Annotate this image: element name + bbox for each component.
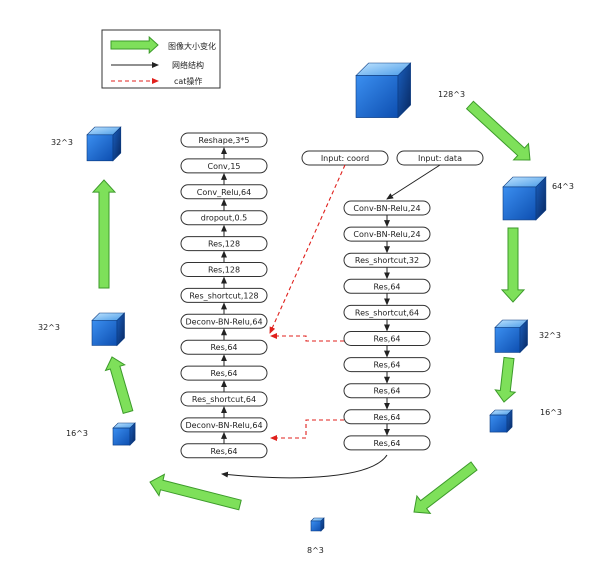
size-label-16-right: 16^3 xyxy=(540,408,562,417)
encoder-node: Res_shortcut,64 xyxy=(343,304,431,320)
encoder-node: Res,64 xyxy=(343,409,431,425)
decoder-node: dropout,0.5 xyxy=(180,210,268,226)
size-label-128: 128^3 xyxy=(438,90,465,99)
coord-cat-arrow xyxy=(269,164,346,334)
cube-16-right-icon xyxy=(489,409,513,433)
decoder-node-label: Res,64 xyxy=(210,369,237,378)
decoder-node-label: Res,64 xyxy=(210,447,237,456)
decoder-node: Res,128 xyxy=(180,236,268,252)
decoder-node-label: Res,128 xyxy=(208,240,240,249)
encoder-node-label: Res,64 xyxy=(373,361,400,370)
decoder-node: Conv,15 xyxy=(180,158,268,174)
input-data-node: Input: data xyxy=(396,150,484,166)
encoder-column: Conv-BN-Relu,24Conv-BN-Relu,24Res_shortc… xyxy=(343,200,431,451)
size-label-32-left-top: 32^3 xyxy=(51,138,73,147)
cube-8-icon xyxy=(310,517,325,532)
legend-box xyxy=(101,29,221,89)
decoder-node-label: Res_shortcut,128 xyxy=(189,291,258,300)
encoder-node-label: Res,64 xyxy=(373,387,400,396)
size-label-64: 64^3 xyxy=(552,182,574,191)
green-arrow-16-to-8 xyxy=(413,461,478,514)
green-arrow-32-to-32 xyxy=(91,179,117,289)
skip-cat-arrow-1 xyxy=(270,333,344,342)
encoder-node: Res,64 xyxy=(343,331,431,346)
decoder-node-label: Deconv-BN-Relu,64 xyxy=(185,317,262,326)
cubes xyxy=(86,62,547,532)
encoder-node: Conv-BN-Relu,24 xyxy=(343,226,431,242)
input-coord-node: Input: coord xyxy=(301,150,389,166)
cube-64-icon xyxy=(502,176,547,221)
decoder-node: Res,64 xyxy=(180,339,268,355)
decoder-node-label: Conv,15 xyxy=(207,162,240,171)
green-arrow-16-to-32 xyxy=(104,356,134,415)
flow-arrows xyxy=(221,164,441,479)
legend-green-arrow-icon xyxy=(110,35,159,55)
green-arrow-32-to-16 xyxy=(494,356,517,403)
skip-cat-arrow-2 xyxy=(270,419,344,441)
encoder-node: Conv-BN-Relu,24 xyxy=(343,200,431,216)
decoder-node: Res_shortcut,64 xyxy=(180,391,268,407)
decoder-node: Deconv-BN-Relu,64 xyxy=(180,417,268,433)
cube-16-left-icon xyxy=(112,422,136,446)
green-arrow-8-to-16 xyxy=(149,473,242,511)
decoder-node: Reshape,3*5 xyxy=(180,132,268,148)
legend-label-network: 网络结构 xyxy=(172,60,204,70)
cat-arrows xyxy=(269,164,346,441)
decoder-node-label: Reshape,3*5 xyxy=(199,136,250,145)
decoder-node: Res,64 xyxy=(180,365,268,381)
cube-32-right-icon xyxy=(494,319,529,354)
decoder-node-label: Res,64 xyxy=(210,343,237,352)
encoder-to-decoder-arrow xyxy=(221,454,388,479)
cube-32-left-mid-icon xyxy=(91,312,126,347)
svg-text:Input: data: Input: data xyxy=(418,154,462,163)
input-data-to-encoder-arrow xyxy=(386,164,441,200)
legend-label-size-change: 图像大小变化 xyxy=(168,41,216,51)
size-label-16-left: 16^3 xyxy=(66,429,88,438)
encoder-node: Res,64 xyxy=(343,357,431,373)
decoder-node-label: Res,128 xyxy=(208,266,240,275)
encoder-node: Res,64 xyxy=(343,278,431,294)
encoder-node: Res,64 xyxy=(343,383,431,399)
cube-128-icon xyxy=(355,62,412,119)
decoder-node: Conv_Relu,64 xyxy=(180,184,268,200)
legend-green-arrow-shape xyxy=(110,35,159,55)
encoder-node-label: Res,64 xyxy=(373,335,400,344)
encoder-node: Res_shortcut,32 xyxy=(343,252,431,268)
encoder-node-label: Conv-BN-Relu,24 xyxy=(353,204,420,213)
svg-text:Input: coord: Input: coord xyxy=(321,154,369,163)
decoder-node: Deconv-BN-Relu,64 xyxy=(180,313,268,329)
decoder-node-label: Res_shortcut,64 xyxy=(192,395,256,404)
encoder-node-label: Conv-BN-Relu,24 xyxy=(353,230,420,239)
encoder-node-label: Res,64 xyxy=(373,413,400,422)
decoder-node: Res_shortcut,128 xyxy=(180,287,268,303)
decoder-node-label: Conv_Relu,64 xyxy=(197,188,251,197)
size-change-arrows xyxy=(91,100,531,514)
encoder-node-label: Res,64 xyxy=(373,439,400,448)
encoder-node-label: Res,64 xyxy=(373,282,400,291)
encoder-node-label: Res_shortcut,32 xyxy=(355,256,419,265)
size-labels: 128^3 64^3 32^3 16^3 8^3 16^3 32^3 32^3 xyxy=(38,90,574,555)
cube-32-left-top-icon xyxy=(86,126,122,162)
decoder-node: Res,64 xyxy=(180,443,268,459)
legend: 图像大小变化 网络结构 cat操作 xyxy=(101,29,221,89)
encoder-node-label: Res_shortcut,64 xyxy=(355,308,419,317)
green-arrow-128-to-64 xyxy=(465,100,531,161)
decoder-node: Res,128 xyxy=(180,262,268,277)
encoder-node: Res,64 xyxy=(343,435,431,451)
legend-label-cat: cat操作 xyxy=(174,76,202,86)
size-label-32-left-mid: 32^3 xyxy=(38,323,60,332)
green-arrow-64-to-32 xyxy=(500,227,526,303)
size-label-32-right: 32^3 xyxy=(539,331,561,340)
decoder-node-label: Deconv-BN-Relu,64 xyxy=(185,421,262,430)
size-label-8: 8^3 xyxy=(307,546,324,555)
decoder-node-label: dropout,0.5 xyxy=(201,214,248,223)
